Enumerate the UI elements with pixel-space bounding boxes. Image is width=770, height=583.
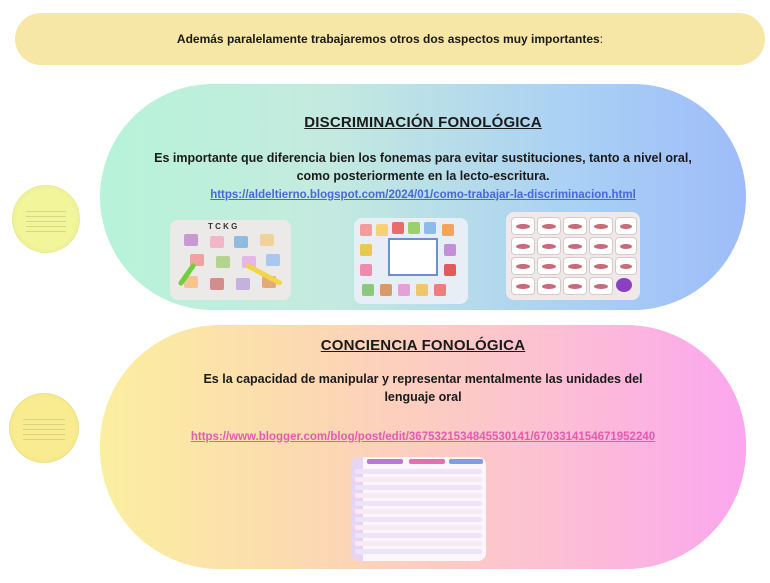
decorative-seal-icon <box>13 397 75 459</box>
activity-table-image <box>351 457 486 561</box>
activity-photo: T C K G <box>170 220 291 300</box>
section-title: CONCIENCIA FONOLÓGICA <box>320 337 526 354</box>
section-description: Es importante que diferencia bien los fo… <box>154 151 692 183</box>
section-description: Es la capacidad de manipular y represent… <box>203 372 643 404</box>
activity-photo <box>506 212 640 300</box>
decorative-seal-icon <box>16 189 76 249</box>
conciencia-card: CONCIENCIA FONOLÓGICA Es la capacidad de… <box>100 325 746 569</box>
discriminacion-card: DISCRIMINACIÓN FONOLÓGICA Es importante … <box>100 84 746 310</box>
activity-photo <box>354 218 468 304</box>
top-banner: Además paralelamente trabajaremos otros … <box>15 13 765 65</box>
blog-link[interactable]: https://aldeltierno.blogspot.com/2024/01… <box>210 189 636 201</box>
banner-text: Además paralelamente trabajaremos otros … <box>176 32 604 46</box>
blog-link[interactable]: https://www.blogger.com/blog/post/edit/3… <box>190 431 656 443</box>
section-title: DISCRIMINACIÓN FONOLÓGICA <box>304 114 542 131</box>
